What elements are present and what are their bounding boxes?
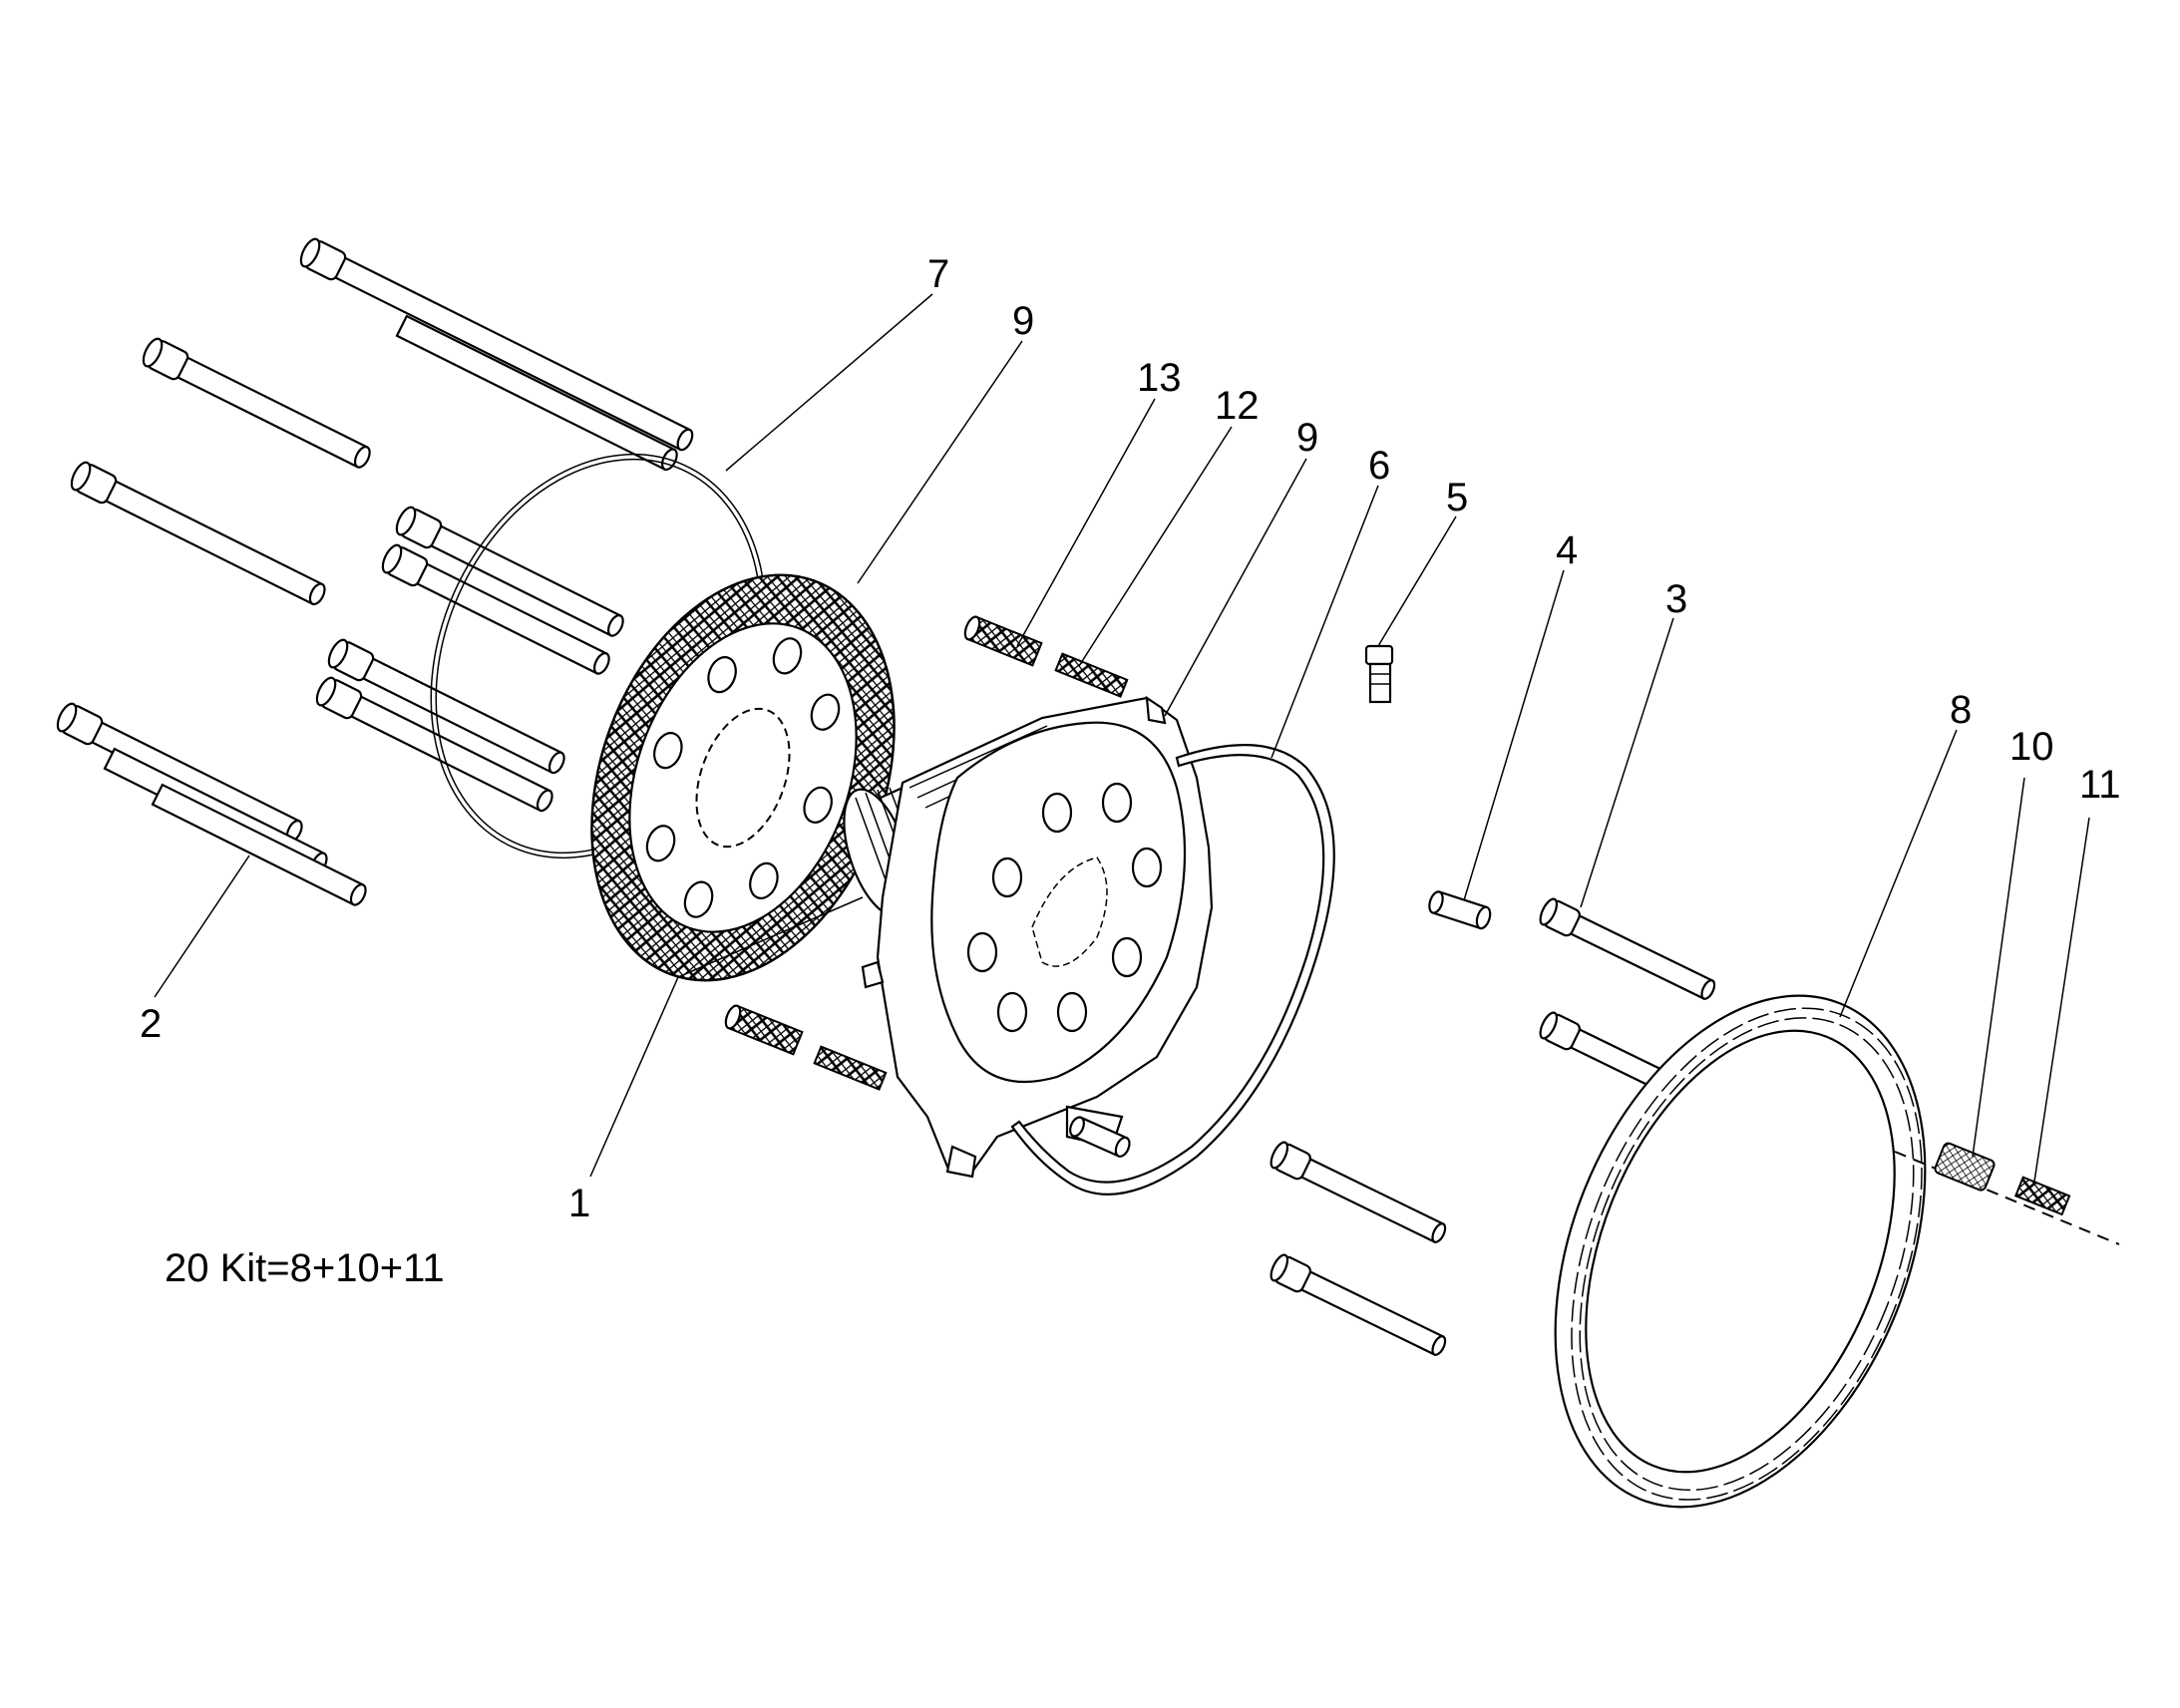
callout-9-left: 9 bbox=[1012, 299, 1034, 343]
callout-2: 2 bbox=[140, 1002, 162, 1046]
long-bolt bbox=[327, 638, 565, 775]
long-bolt bbox=[142, 337, 371, 469]
short-bolt bbox=[1270, 1141, 1447, 1243]
callout-6: 6 bbox=[1368, 444, 1390, 488]
callout-13: 13 bbox=[1137, 356, 1182, 400]
leader-lines bbox=[154, 293, 2090, 1183]
long-bolt bbox=[381, 543, 610, 675]
callout-1: 1 bbox=[568, 1182, 590, 1225]
long-bolt bbox=[151, 783, 367, 906]
callout-7: 7 bbox=[927, 252, 949, 296]
long-bolt bbox=[395, 314, 678, 472]
dowel-pin bbox=[1428, 890, 1492, 930]
dowel-pin-small bbox=[1069, 1116, 1131, 1158]
callout-labels: 7 9 13 12 9 6 5 4 3 8 10 11 2 1 bbox=[140, 252, 2121, 1225]
kit-note: 20 Kit=8+10+11 bbox=[165, 1246, 445, 1290]
callout-10: 10 bbox=[2009, 725, 2054, 769]
spring-small-top bbox=[1054, 652, 1129, 698]
callout-5: 5 bbox=[1446, 476, 1468, 519]
grease-fitting bbox=[1364, 644, 1394, 704]
axis-centerline bbox=[1894, 1151, 2120, 1245]
pressure-plate-stack bbox=[861, 695, 1214, 1179]
callout-8: 8 bbox=[1950, 688, 1972, 732]
long-bolt bbox=[70, 461, 326, 606]
set-screw bbox=[2013, 1176, 2071, 1216]
short-bolt bbox=[1539, 897, 1716, 1000]
short-bolt-group bbox=[1270, 897, 1716, 1356]
long-bolt bbox=[315, 676, 553, 813]
callout-11: 11 bbox=[2079, 763, 2121, 807]
callout-4: 4 bbox=[1556, 528, 1578, 572]
short-bolt bbox=[1270, 1253, 1447, 1356]
callout-3: 3 bbox=[1665, 577, 1687, 621]
friction-disc bbox=[590, 573, 896, 982]
snap-ring bbox=[1010, 744, 1335, 1196]
needle-sleeve bbox=[1934, 1142, 1996, 1192]
callout-12: 12 bbox=[1215, 384, 1260, 428]
callout-9-right: 9 bbox=[1296, 416, 1318, 460]
spring-large-top bbox=[963, 615, 1043, 667]
spring-large-bottom bbox=[724, 1004, 804, 1056]
long-bolt bbox=[299, 237, 694, 452]
roller-bearing-ring bbox=[1554, 994, 1927, 1509]
spring-small-bottom bbox=[813, 1045, 888, 1091]
